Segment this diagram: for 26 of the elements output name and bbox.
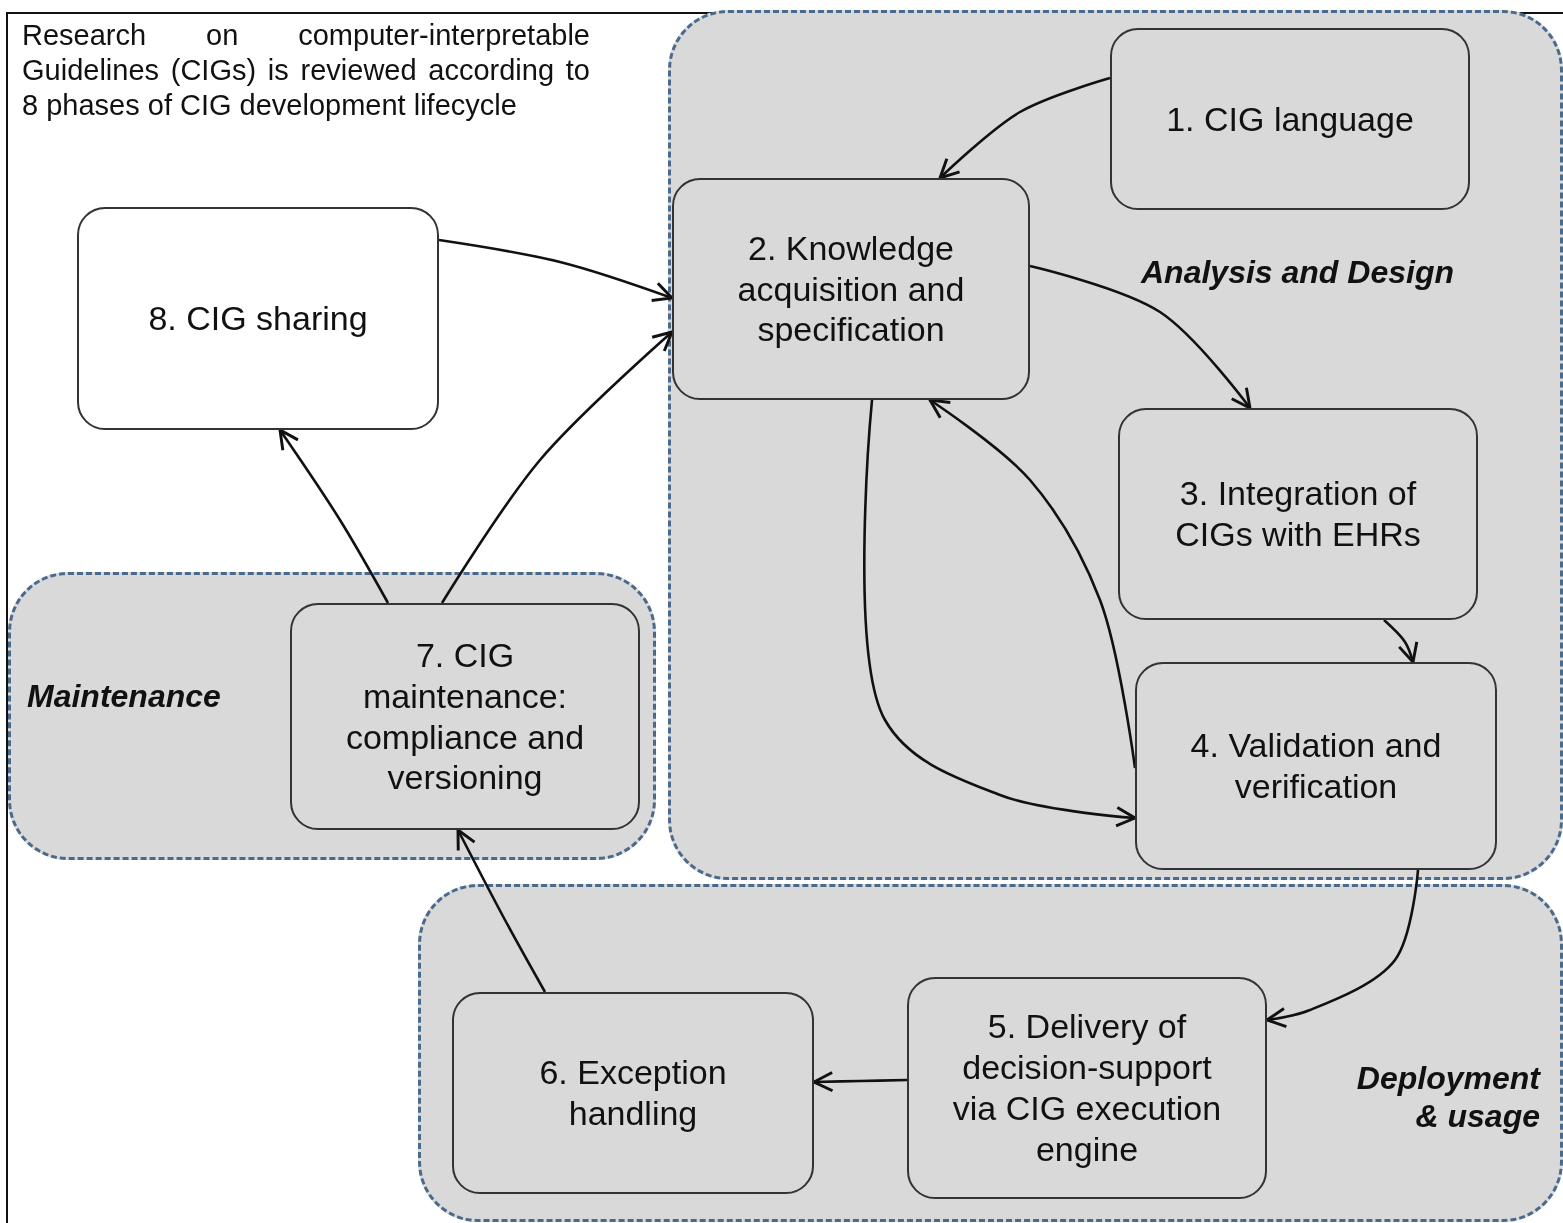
phase-group-region (418, 884, 1563, 1222)
arrow (440, 330, 674, 604)
phase-box: 3. Integration of CIGs with EHRs (1118, 408, 1478, 620)
phase-box: 5. Delivery of decision-support via CIG execution engine (907, 977, 1267, 1199)
phase-group-region (8, 572, 656, 860)
group-label: Maintenance (27, 677, 222, 716)
group-label: Deployment & usage (1355, 1059, 1540, 1136)
group-label: Analysis and Design (1141, 253, 1455, 292)
phase-box: 6. Exception handling (452, 992, 814, 1194)
arrow (863, 399, 1137, 828)
phase-box: 1. CIG language (1110, 28, 1470, 210)
phase-box: 2. Knowledge acquisition and specification (672, 178, 1030, 400)
phase-box: 4. Validation and verification (1135, 662, 1497, 870)
arrow (1265, 869, 1420, 1029)
arrow (438, 238, 674, 302)
arrow (1029, 264, 1252, 410)
arrow (1383, 619, 1419, 664)
phase-group-region (668, 10, 1563, 880)
arrow (278, 428, 390, 604)
arrow (456, 828, 547, 993)
phase-box: 8. CIG sharing (77, 207, 439, 430)
arrow (938, 76, 1111, 180)
arrow (812, 1070, 908, 1093)
arrow (928, 398, 1137, 769)
phase-box: 7. CIG maintenance: compliance and versioning (290, 603, 640, 830)
description-text: Research on computer-interpretable Guidelines (CIGs) is reviewed according to 8 phases of CIG development lifecycle (22, 18, 590, 123)
